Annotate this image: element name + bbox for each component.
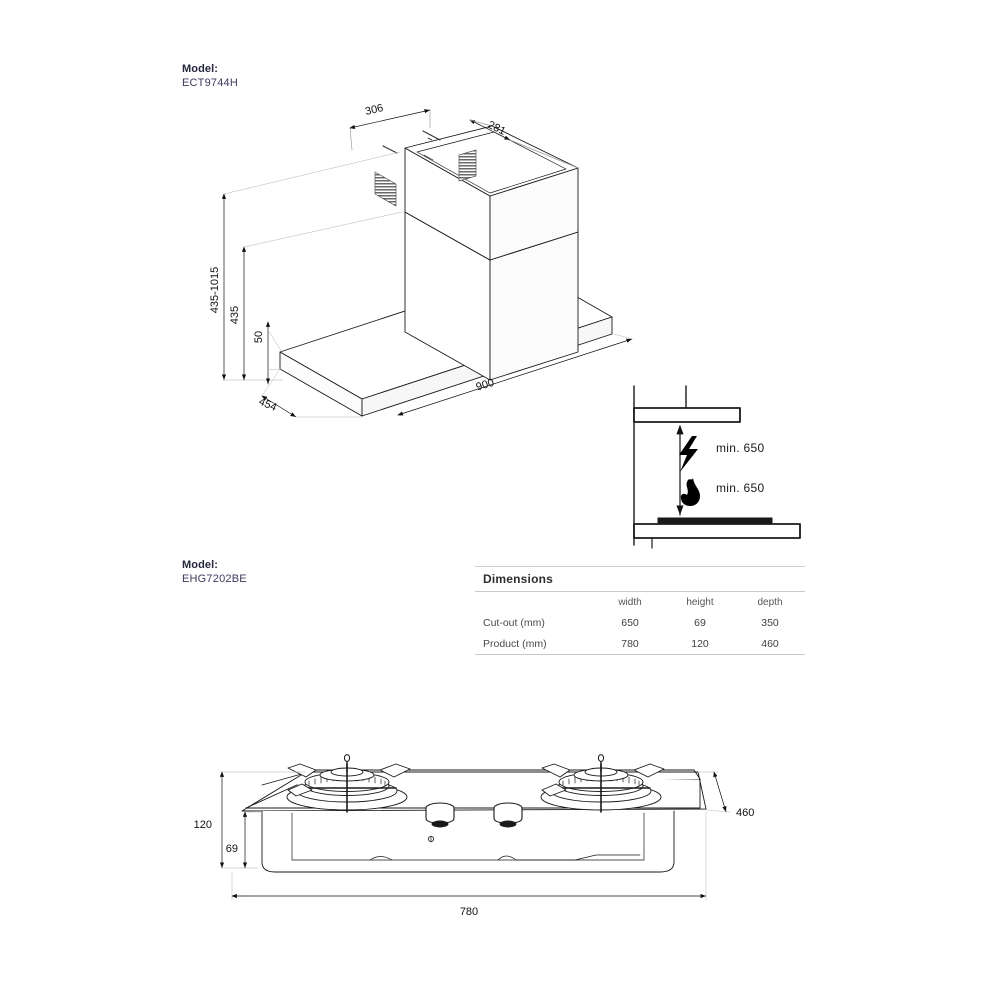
table-cell-product-depth: 460 <box>761 638 779 650</box>
dim-hob-width: 780 <box>460 906 478 918</box>
table-row-label-product: Product (mm) <box>483 638 547 650</box>
table-header-width: width <box>618 597 642 608</box>
clearance-diagram <box>633 385 801 549</box>
model-block-hood: Model: ECT9744H <box>182 62 238 90</box>
model-block-hob: Model: EHG7202BE <box>182 558 247 586</box>
dim-total-height: 435-1015 <box>209 267 221 314</box>
control-knob-right <box>493 802 523 828</box>
model-value-hob: EHG7202BE <box>182 573 247 585</box>
clearance-icons <box>679 436 700 506</box>
control-knob-left <box>425 802 455 828</box>
table-cell-cutout-width: 650 <box>621 617 639 629</box>
clearance-electric-label: min. 650 <box>716 441 765 455</box>
model-value-hood: ECT9744H <box>182 77 239 89</box>
table-row-label-cutout: Cut-out (mm) <box>483 617 545 629</box>
table-rule-bottom <box>475 654 805 655</box>
dim-hob-cutout-height: 69 <box>226 843 238 855</box>
clearance-gas-label: min. 650 <box>716 481 765 495</box>
table-cell-product-width: 780 <box>621 638 639 650</box>
model-label-hood: Model: <box>182 63 219 75</box>
hood-dimension-labels: 306 281 435-1015 435 50 454 900 <box>209 102 507 414</box>
dim-hob-height: 120 <box>194 819 212 831</box>
dimensions-table-title: Dimensions <box>483 572 554 586</box>
flame-icon <box>680 478 700 506</box>
model-label-hob: Model: <box>182 559 219 571</box>
burner-right <box>540 754 665 813</box>
hood-isometric-drawing <box>279 125 613 417</box>
burner-left <box>286 754 411 813</box>
hob-isometric-drawing <box>241 754 707 873</box>
dim-canopy-thickness: 50 <box>253 331 265 343</box>
dimensions-table: Dimensions width height depth Cut-out (m… <box>475 566 805 655</box>
dimensions-table-grid: width height depth Cut-out (mm) 650 69 3… <box>475 592 805 654</box>
dim-chimney-width: 306 <box>364 102 385 118</box>
table-header-depth: depth <box>757 597 783 608</box>
table-header-blank <box>475 592 595 612</box>
dim-canopy-width: 900 <box>475 377 496 394</box>
table-rule-top <box>475 566 805 567</box>
lightning-bolt-icon <box>679 436 698 472</box>
dim-canopy-depth: 454 <box>257 396 279 414</box>
dim-hob-depth: 460 <box>736 807 754 819</box>
table-cell-product-height: 120 <box>691 638 709 650</box>
dim-chimney-lower-height: 435 <box>229 306 241 324</box>
table-cell-cutout-depth: 350 <box>761 617 779 629</box>
table-header-height: height <box>686 597 714 608</box>
hob-dimension-lines <box>219 771 731 901</box>
hob-dimension-labels: 120 69 780 460 <box>194 807 755 918</box>
dim-chimney-depth: 281 <box>486 119 508 138</box>
hood-dimension-lines <box>221 109 633 418</box>
table-cell-cutout-height: 69 <box>694 617 706 629</box>
table-rule-under-title <box>475 591 805 592</box>
